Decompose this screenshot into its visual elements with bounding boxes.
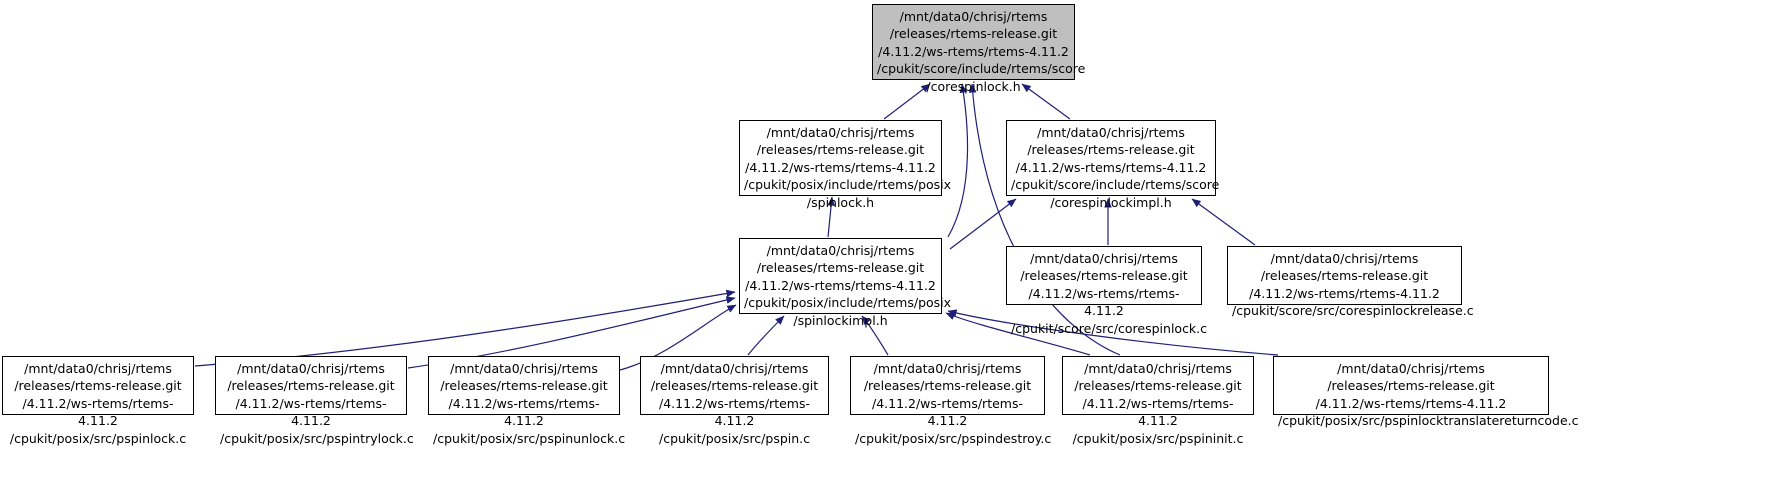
edge-pspinlock-c-to-spinlockimpl-h (194, 289, 736, 367)
edge-spinlockimpl-h-to-corespinlock-h (947, 83, 969, 238)
node-pspininit-c[interactable]: /mnt/data0/chrisj/rtems /releases/rtems-… (1062, 356, 1254, 446)
node-spinlockimpl-h[interactable]: /mnt/data0/chrisj/rtems /releases/rtems-… (739, 238, 951, 328)
node-corespinlockrelease-c[interactable]: /mnt/data0/chrisj/rtems /releases/rtems-… (1227, 246, 1474, 318)
edge-corespinlockimpl-h-to-corespinlock-h (1021, 83, 1071, 120)
node-pspindestroy-c[interactable]: /mnt/data0/chrisj/rtems /releases/rtems-… (850, 356, 1051, 446)
node-corespinlock-c[interactable]: /mnt/data0/chrisj/rtems /releases/rtems-… (1006, 246, 1207, 336)
edge-corespinlockrelease-c-to-corespinlockimpl-h (1191, 198, 1256, 246)
node-pspinlock-c[interactable]: /mnt/data0/chrisj/rtems /releases/rtems-… (2, 356, 194, 446)
node-pspintrylock-c[interactable]: /mnt/data0/chrisj/rtems /releases/rtems-… (215, 356, 414, 446)
node-spinlock-h[interactable]: /mnt/data0/chrisj/rtems /releases/rtems-… (739, 120, 951, 210)
node-pspinunlock-c[interactable]: /mnt/data0/chrisj/rtems /releases/rtems-… (428, 356, 625, 446)
node-corespinlockimpl-h[interactable]: /mnt/data0/chrisj/rtems /releases/rtems-… (1006, 120, 1219, 210)
node-corespinlock-h[interactable]: /mnt/data0/chrisj/rtems /releases/rtems-… (872, 4, 1085, 94)
edge-spinlock-h-to-corespinlock-h (883, 83, 931, 120)
edge-spinlockimpl-h-to-corespinlockimpl-h (949, 198, 1017, 250)
edge-pspin-c-to-spinlockimpl-h (747, 315, 785, 356)
node-pspinlocktranslatereturncode-c[interactable]: /mnt/data0/chrisj/rtems /releases/rtems-… (1273, 356, 1578, 428)
node-pspin-c[interactable]: /mnt/data0/chrisj/rtems /releases/rtems-… (640, 356, 829, 446)
